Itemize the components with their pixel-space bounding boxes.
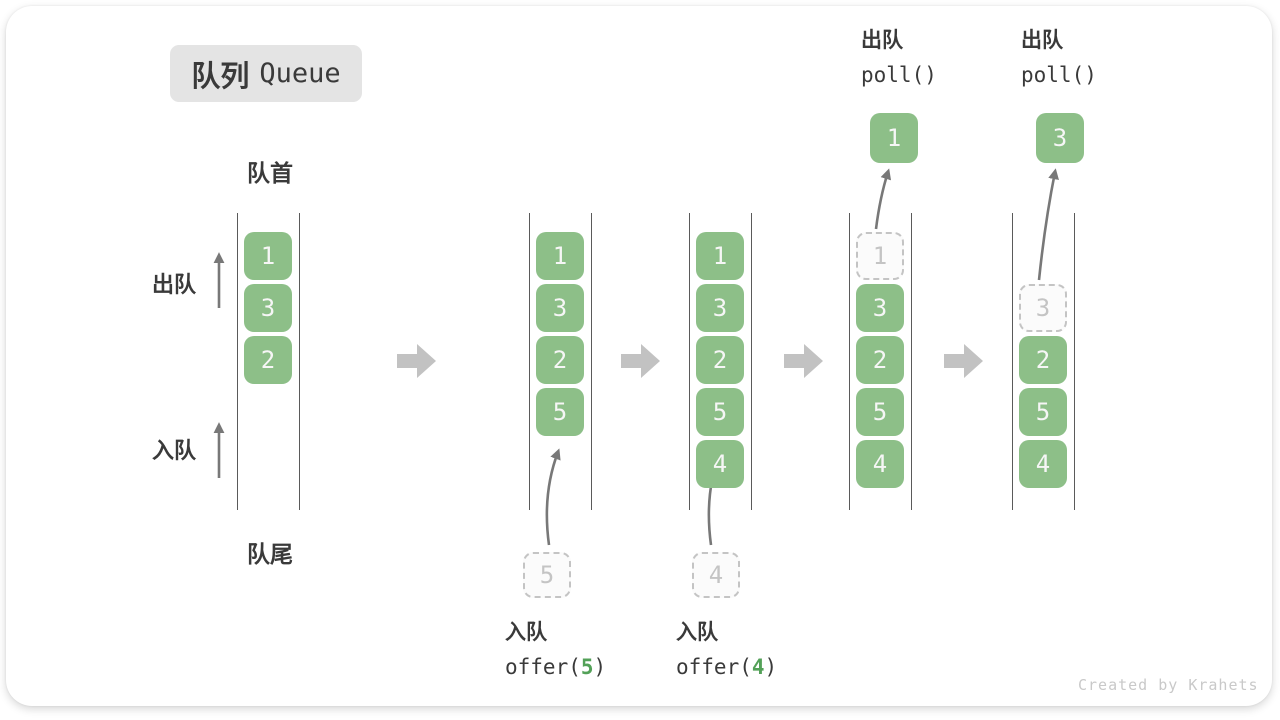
dequeue-op-code: poll() [861, 63, 937, 87]
queue-slot: 2 [244, 336, 292, 384]
queue-slot: 5 [856, 388, 904, 436]
enqueue-side-label: 入队 [152, 439, 197, 464]
code-close: ) [593, 655, 607, 679]
queue-slot: 4 [696, 440, 744, 488]
enqueue-op-code: offer(4) [676, 654, 777, 680]
queue-slot: 1 [536, 232, 584, 280]
dequeue-op-1: 出队 poll() [861, 27, 937, 88]
pending-enqueue-box: 5 [523, 552, 571, 598]
queue-state-5: 3 2 5 4 [1012, 213, 1075, 510]
queue-slot: 2 [1019, 336, 1067, 384]
queue-rear-label: 队尾 [247, 542, 293, 568]
queue-slot: 3 [536, 284, 584, 332]
queue-slot: 4 [856, 440, 904, 488]
enqueue-op-label: 入队 [676, 620, 718, 644]
removed-slot: 1 [856, 232, 904, 280]
title-zh: 队列 [191, 58, 250, 93]
queue-front-label: 队首 [247, 161, 293, 187]
popped-box: 1 [870, 113, 918, 163]
code-close: ) [764, 655, 778, 679]
queue-slot: 5 [1019, 388, 1067, 436]
queue-slot: 3 [856, 284, 904, 332]
code-arg: 5 [580, 655, 594, 679]
queue-slot: 1 [244, 232, 292, 280]
queue-slot: 2 [536, 336, 584, 384]
enqueue-op-code: offer(5) [505, 654, 606, 680]
watermark: Created by Krahets [1078, 676, 1259, 694]
code-arg: 4 [751, 655, 765, 679]
queue-slot: 3 [244, 284, 292, 332]
queue-slot: 1 [696, 232, 744, 280]
dequeue-op-2: 出队 poll() [1021, 27, 1097, 88]
queue-slot: 5 [696, 388, 744, 436]
dequeue-op-label: 出队 [861, 28, 903, 52]
queue-slot: 5 [536, 388, 584, 436]
queue-slot: 2 [696, 336, 744, 384]
removed-slot: 3 [1019, 284, 1067, 332]
queue-slot: 3 [696, 284, 744, 332]
title-en: Queue [259, 58, 341, 89]
dequeue-side-label: 出队 [152, 273, 197, 298]
queue-state-3: 1 3 2 5 4 [689, 213, 752, 510]
code-fn: offer( [676, 655, 752, 679]
queue-slot: 2 [856, 336, 904, 384]
title-badge: 队列 Queue [170, 45, 362, 102]
queue-slot: 4 [1019, 440, 1067, 488]
enqueue-op-2: 入队 offer(4) [676, 619, 777, 680]
dequeue-op-code: poll() [1021, 63, 1097, 87]
enqueue-op-1: 入队 offer(5) [505, 619, 606, 680]
queue-state-4: 1 3 2 5 4 [849, 213, 912, 510]
enqueue-op-label: 入队 [505, 620, 547, 644]
code-fn: offer( [505, 655, 581, 679]
popped-box: 3 [1036, 113, 1084, 163]
queue-state-1: 1 3 2 [237, 213, 300, 510]
pending-enqueue-box: 4 [692, 552, 740, 598]
dequeue-op-label: 出队 [1021, 28, 1063, 52]
diagram-card [6, 6, 1272, 706]
queue-state-2: 1 3 2 5 [529, 213, 592, 510]
